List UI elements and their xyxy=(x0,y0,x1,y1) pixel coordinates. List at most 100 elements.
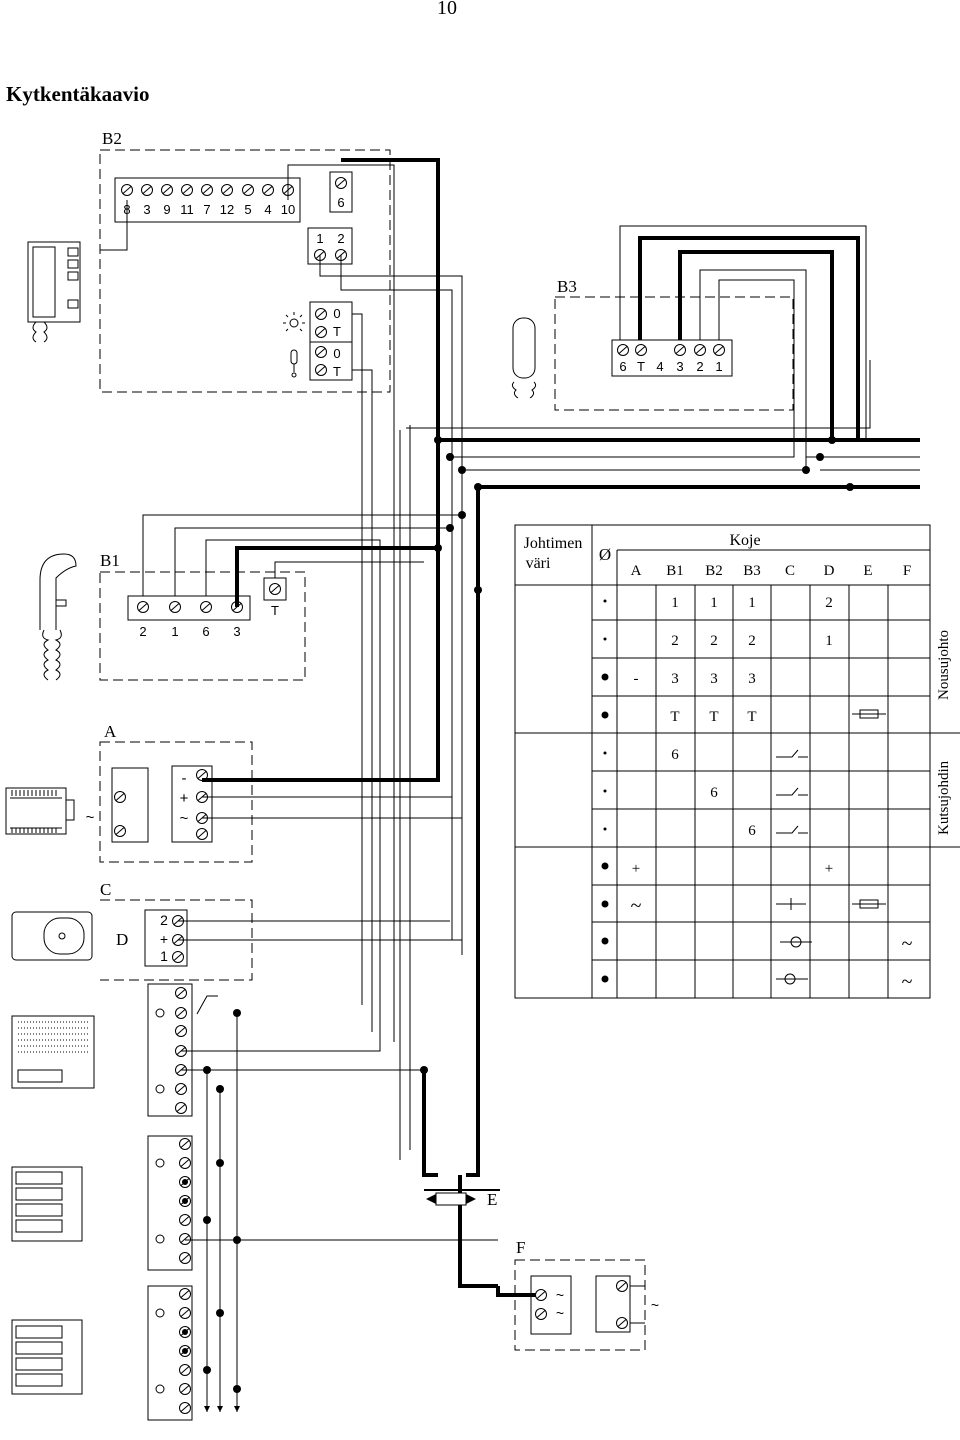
d-tplus: + xyxy=(160,931,168,947)
b1-tT: T xyxy=(271,603,279,618)
label-a: A xyxy=(104,722,117,741)
page-title: Kytkentäkaavio xyxy=(6,82,150,106)
r3-b1: 3 xyxy=(671,671,679,687)
b2-lamp-0: 0 xyxy=(333,306,340,321)
col-f: F xyxy=(903,563,911,579)
table-header-device: Koje xyxy=(729,532,760,549)
b3-tT: T xyxy=(637,359,645,374)
a-ac-symbol: ~ xyxy=(86,809,95,826)
b3-t2: 2 xyxy=(696,359,703,374)
side-label-riser: Nousujohto xyxy=(936,630,952,700)
r6-b2: 6 xyxy=(710,785,718,801)
r5-b1: 6 xyxy=(671,747,679,763)
label-e: E xyxy=(487,1190,498,1209)
label-b1: B1 xyxy=(100,551,120,570)
r4-b2: T xyxy=(709,709,718,725)
b2-m2: 2 xyxy=(337,231,344,246)
col-d: D xyxy=(824,563,835,579)
b2-m1: 1 xyxy=(316,231,323,246)
b2-box xyxy=(99,149,391,393)
b2-terminal-strip xyxy=(114,171,353,381)
call-panel-1-icon xyxy=(11,1015,95,1089)
a-box xyxy=(99,741,253,863)
r7-b3: 6 xyxy=(748,823,756,839)
b2-t6r: 6 xyxy=(337,195,344,210)
r3-a: - xyxy=(634,671,639,687)
b2-t8: 4 xyxy=(264,202,271,217)
b3-t6: 6 xyxy=(619,359,626,374)
r1-b1: 1 xyxy=(671,595,679,611)
f-t1: ~ xyxy=(556,1287,564,1303)
f-box xyxy=(514,1259,646,1351)
c-box xyxy=(100,899,253,981)
r3-b2: 3 xyxy=(710,671,718,687)
b2-t5: 7 xyxy=(203,202,210,217)
col-c: C xyxy=(785,563,795,579)
b3-handset-icon xyxy=(511,317,537,399)
label-f: F xyxy=(516,1238,526,1257)
table-header-diameter: Ø xyxy=(599,545,611,564)
b1-t2: 2 xyxy=(139,624,146,639)
col-b2: B2 xyxy=(705,563,723,579)
r1-b3: 1 xyxy=(748,595,756,611)
wire-table xyxy=(514,524,960,999)
b3-box xyxy=(554,296,794,411)
r2-b1: 2 xyxy=(671,633,679,649)
label-b2: B2 xyxy=(102,129,122,148)
r4-b1: T xyxy=(670,709,679,725)
a-plus: + xyxy=(180,790,189,807)
c-device-icon xyxy=(11,911,93,961)
r9-a: ~ xyxy=(631,895,642,917)
b2-t7: 5 xyxy=(244,202,251,217)
b2-handset-icon xyxy=(27,241,81,343)
r1-b2: 1 xyxy=(710,595,718,611)
b2-lamp-t: T xyxy=(333,324,341,339)
key-icon xyxy=(290,349,298,378)
r1-c: 2 xyxy=(825,595,833,611)
call-panel-3-icon xyxy=(11,1319,83,1395)
r3-b3: 3 xyxy=(748,671,756,687)
lamp-icon xyxy=(283,312,305,332)
r8-d: + xyxy=(825,861,833,877)
table-header-color2: väri xyxy=(526,555,551,572)
b2-lock-t: T xyxy=(333,364,341,379)
power-supply-icon xyxy=(5,787,75,835)
d-t1: 1 xyxy=(160,948,168,964)
r8-a: + xyxy=(632,861,640,877)
b1-t6: 6 xyxy=(202,624,209,639)
b2-lock-0: 0 xyxy=(333,346,340,361)
r2-b2: 2 xyxy=(710,633,718,649)
a-tilde: ~ xyxy=(180,810,189,827)
b2-t4: 11 xyxy=(180,202,194,217)
b3-t3: 3 xyxy=(676,359,683,374)
b3-t1: 1 xyxy=(715,359,722,374)
b2-t6: 12 xyxy=(220,202,234,217)
col-a: A xyxy=(631,563,642,579)
label-b3: B3 xyxy=(557,277,577,296)
col-b3: B3 xyxy=(743,563,761,579)
r11-f: ~ xyxy=(902,971,913,993)
f-ac-symbol: ~ xyxy=(651,1297,659,1313)
r4-b3: T xyxy=(747,709,756,725)
side-label-call: Kutsujohdin xyxy=(936,760,952,835)
col-e: E xyxy=(863,563,872,579)
r2-c: 1 xyxy=(825,633,833,649)
b1-t1: 1 xyxy=(171,624,178,639)
d-t2: 2 xyxy=(160,912,168,928)
r10-f: ~ xyxy=(902,933,913,955)
page-number: 10 xyxy=(437,0,457,19)
b2-t3: 9 xyxy=(163,202,170,217)
b3-t4: 4 xyxy=(656,359,663,374)
col-b1: B1 xyxy=(666,563,684,579)
call-panel-2-icon xyxy=(11,1166,83,1242)
b2-t9: 10 xyxy=(281,202,295,217)
b1-phone-icon xyxy=(39,553,77,681)
r2-b3: 2 xyxy=(748,633,756,649)
table-header-color: Johtimen xyxy=(524,535,583,552)
b1-t3: 3 xyxy=(233,624,240,639)
fuse-e xyxy=(435,1192,467,1206)
a-minus: - xyxy=(182,770,187,787)
label-c: C xyxy=(100,880,112,899)
label-d: D xyxy=(116,930,129,949)
